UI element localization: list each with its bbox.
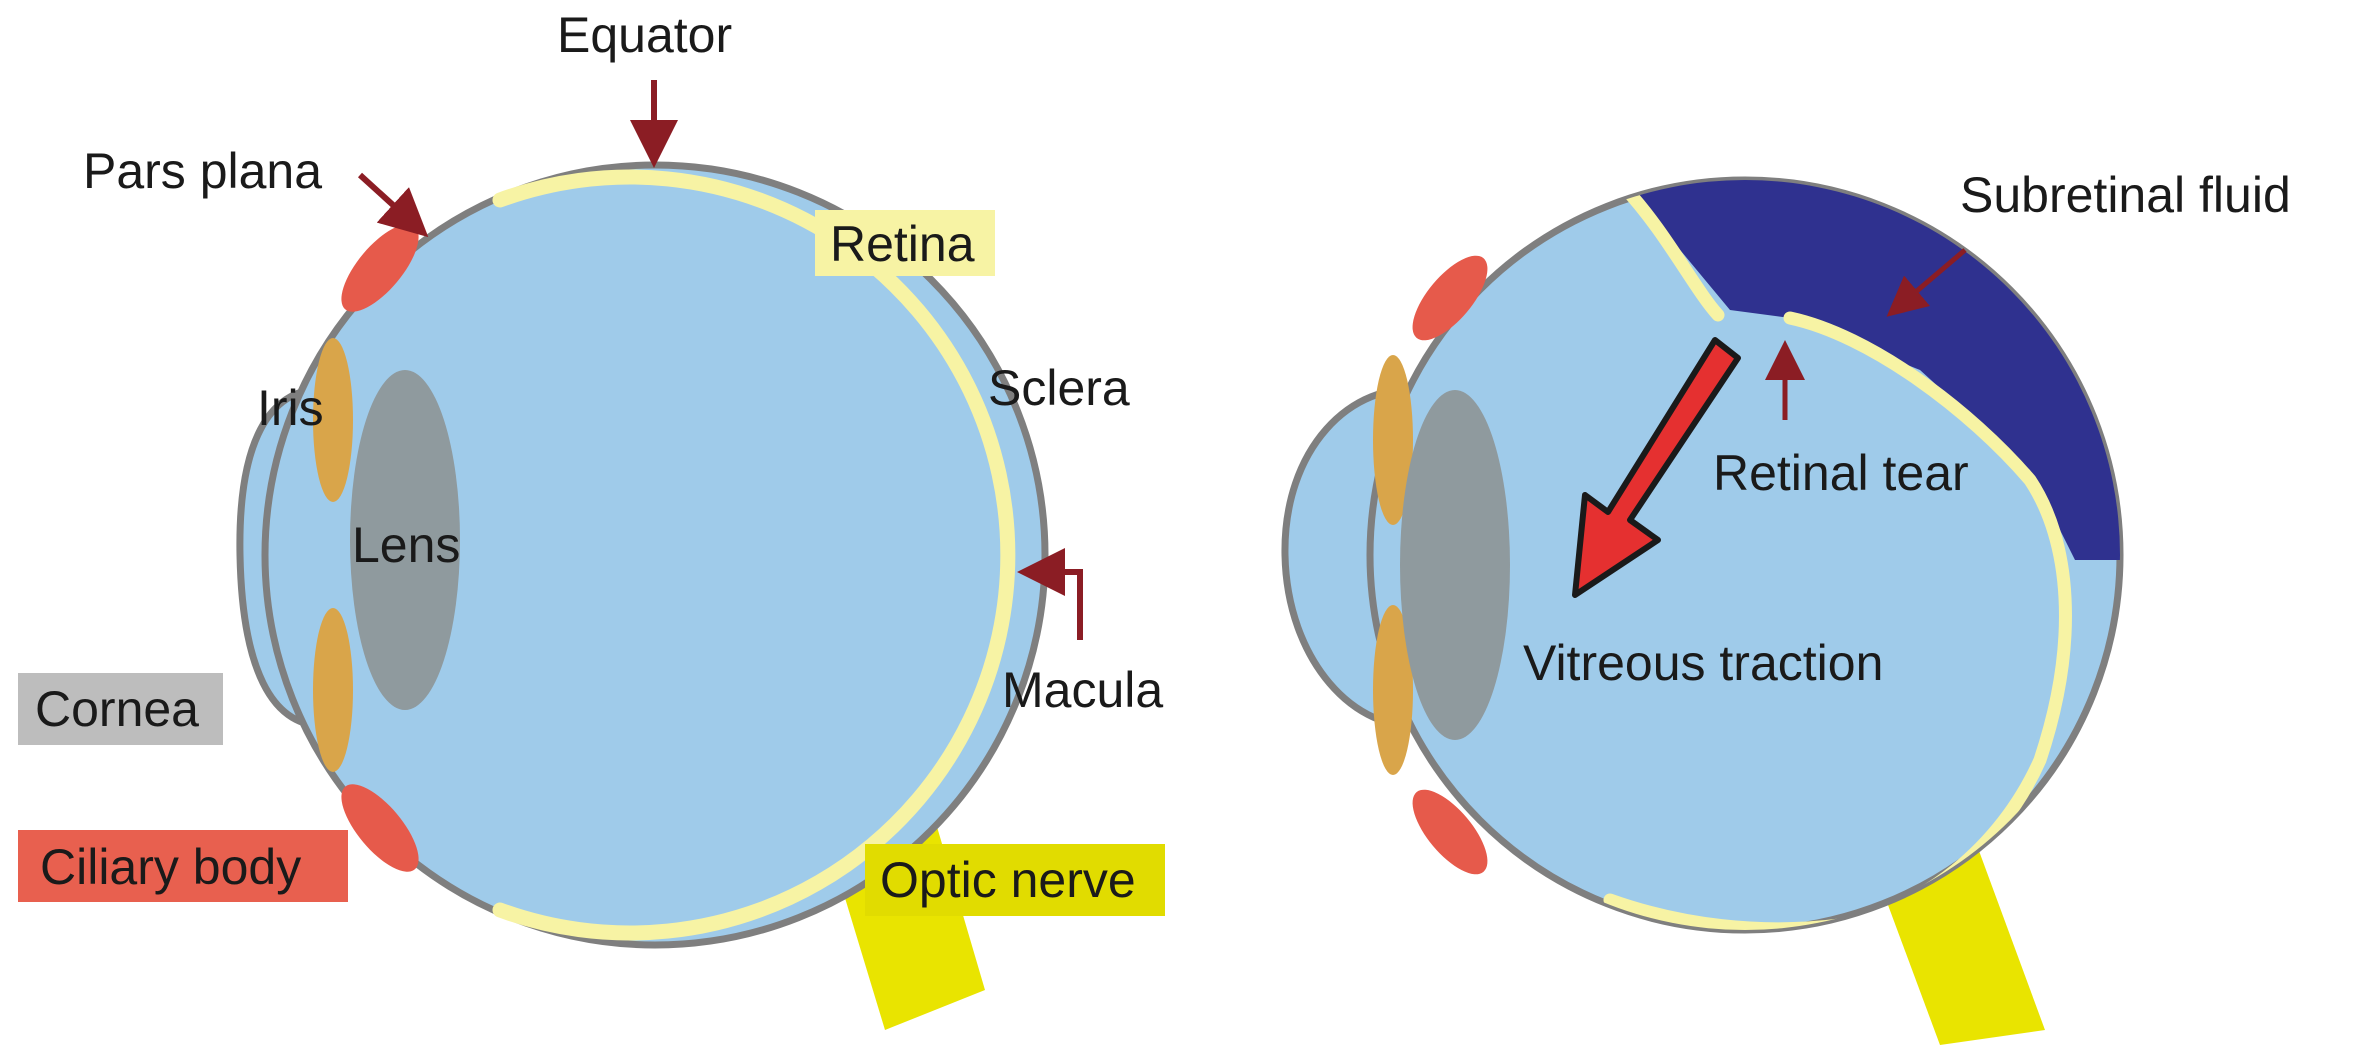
ciliary-label-bg [18,830,348,902]
iris-lower-right [1373,605,1413,775]
label-macula: Macula [1002,662,1163,718]
vitreous-traction-arrow [1572,337,1741,598]
label-retinal-tear: Retinal tear [1713,445,1969,501]
iris-upper [313,338,353,502]
label-sclera: Sclera [988,360,1130,416]
detached-eye: Subretinal fluid Retinal tear Vitreous t… [1281,167,2291,1045]
label-vitreous-traction: Vitreous traction [1523,635,1883,691]
label-lens: Lens [352,517,460,573]
optic-label-bg [865,844,1165,916]
ciliary-body-lower-right [1412,789,1488,875]
label-pars-plana: Pars plana [83,143,322,199]
label-retina: Retina [830,216,975,272]
label-subretinal-fluid: Subretinal fluid [1960,167,2291,223]
label-iris: Iris [257,380,324,436]
pars-plana-arrow [357,172,429,238]
subretinal-fluid-arrow [1886,248,1967,317]
normal-eye: Equator Pars plana Retina Sclera Iris Le… [18,7,1165,1030]
lens-shape-right [1400,390,1510,740]
iris-lower [313,608,353,772]
ciliary-body-upper [341,224,419,312]
macula-arrow [1017,548,1083,640]
ciliary-body-upper-right [1412,255,1488,341]
label-equator: Equator [557,7,732,63]
label-optic-nerve: Optic nerve [880,852,1136,908]
iris-upper-right [1373,355,1413,525]
retina-label-bg [815,210,995,276]
lens-shape [350,370,460,710]
retina-layer [492,169,1016,941]
ciliary-body-lower [341,784,419,872]
label-cornea: Cornea [35,681,199,737]
cornea-label-bg [18,673,223,745]
label-ciliary-body: Ciliary body [40,839,301,895]
